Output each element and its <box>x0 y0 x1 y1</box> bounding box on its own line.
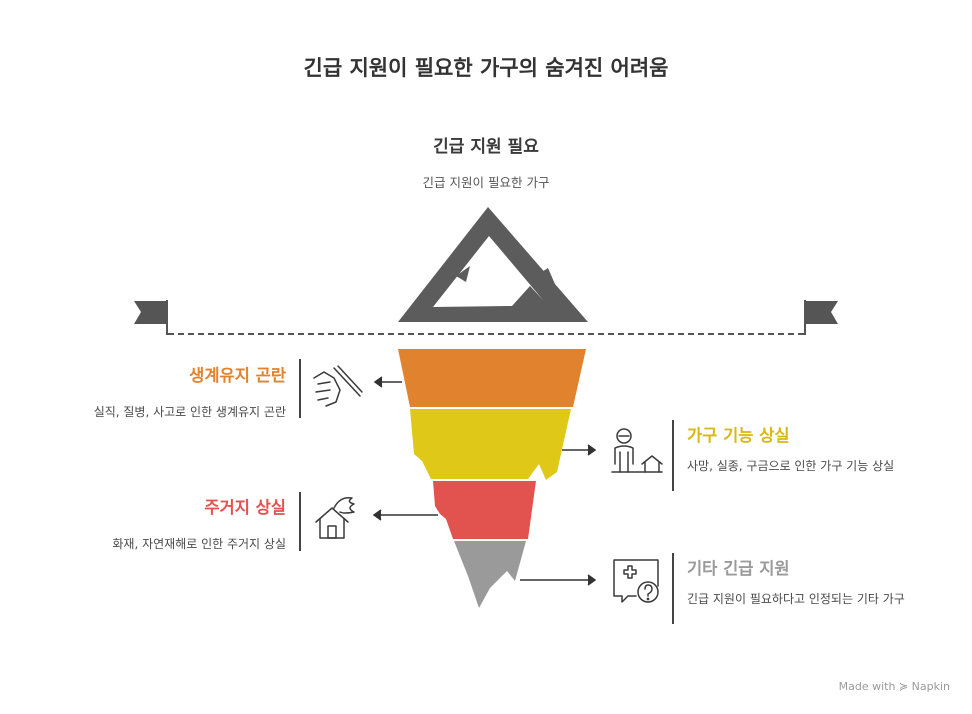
layer-housing <box>433 481 536 539</box>
label-other: 기타 긴급 지원 긴급 지원이 필요하다고 인정되는 기타 가구 <box>687 555 937 608</box>
hand-writing-icon <box>314 366 362 406</box>
label-household-function-title: 가구 기능 상실 <box>687 422 937 446</box>
label-housing: 주거지 상실 화재, 자연재해로 인한 주거지 상실 <box>6 494 286 553</box>
arrow-left-3 <box>374 510 438 520</box>
layer-household-function <box>410 409 571 480</box>
label-housing-title: 주거지 상실 <box>6 494 286 518</box>
layer-livelihood <box>398 349 586 407</box>
medical-question-icon <box>614 560 658 602</box>
arrow-left-1 <box>375 377 402 387</box>
left-flag-icon <box>134 300 167 335</box>
layer-other <box>454 541 526 608</box>
footer-napkin-credit: Made with ≽ Napkin <box>839 680 950 693</box>
label-other-desc: 긴급 지원이 필요하다고 인정되는 기타 가구 <box>687 591 937 608</box>
label-household-function-desc: 사망, 실종, 구금으로 인한 가구 기능 상실 <box>687 458 937 475</box>
label-other-title: 기타 긴급 지원 <box>687 555 937 579</box>
label-household-function: 가구 기능 상실 사망, 실종, 구금으로 인한 가구 기능 상실 <box>687 422 937 475</box>
right-flag-icon <box>805 300 838 335</box>
arrow-right-2 <box>562 445 595 455</box>
label-livelihood-desc: 실직, 질병, 사고로 인한 생계유지 곤란 <box>6 404 286 421</box>
person-house-icon <box>612 429 662 472</box>
label-livelihood: 생계유지 곤란 실직, 질병, 사고로 인한 생계유지 곤란 <box>6 362 286 421</box>
house-fire-icon <box>316 498 354 538</box>
label-housing-desc: 화재, 자연재해로 인한 주거지 상실 <box>6 536 286 553</box>
arrow-right-4 <box>520 575 595 585</box>
label-livelihood-title: 생계유지 곤란 <box>6 362 286 386</box>
